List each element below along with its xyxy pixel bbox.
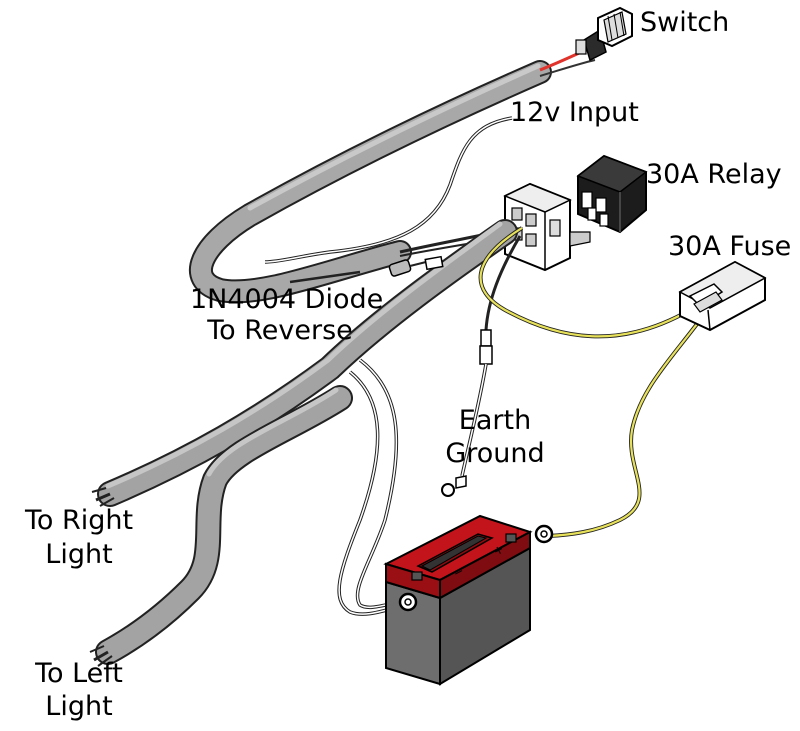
relay-socket	[503, 182, 591, 272]
label-left-light-line1: To Left	[35, 658, 123, 689]
lower-loom	[91, 219, 518, 507]
label-switch: Switch	[640, 7, 730, 38]
label-30a-fuse: 30A Fuse	[668, 231, 792, 262]
input-12v-wire	[264, 116, 513, 264]
label-right-light-line2: Light	[45, 539, 113, 570]
ground-loop-wires	[337, 358, 403, 616]
label-right-light-line1: To Right	[24, 505, 134, 536]
label-diode-line2: To Reverse	[207, 315, 353, 346]
label-earth-line2: Ground	[445, 438, 545, 469]
fuse-holder	[678, 260, 767, 332]
battery: − +	[383, 514, 554, 686]
diode-component	[289, 255, 444, 284]
earth-ground-wire	[441, 235, 522, 497]
relay-component	[576, 154, 648, 234]
label-30a-relay: 30A Relay	[646, 159, 782, 190]
left-light-loom	[89, 385, 353, 667]
label-earth-line1: Earth	[458, 405, 532, 436]
label-diode-line1: 1N4004 Diode	[190, 284, 384, 315]
switch-component	[575, 6, 633, 62]
label-12v-input: 12v Input	[510, 97, 639, 128]
yellow-fuse-wires	[478, 226, 702, 538]
label-left-light-line2: Light	[45, 691, 113, 722]
